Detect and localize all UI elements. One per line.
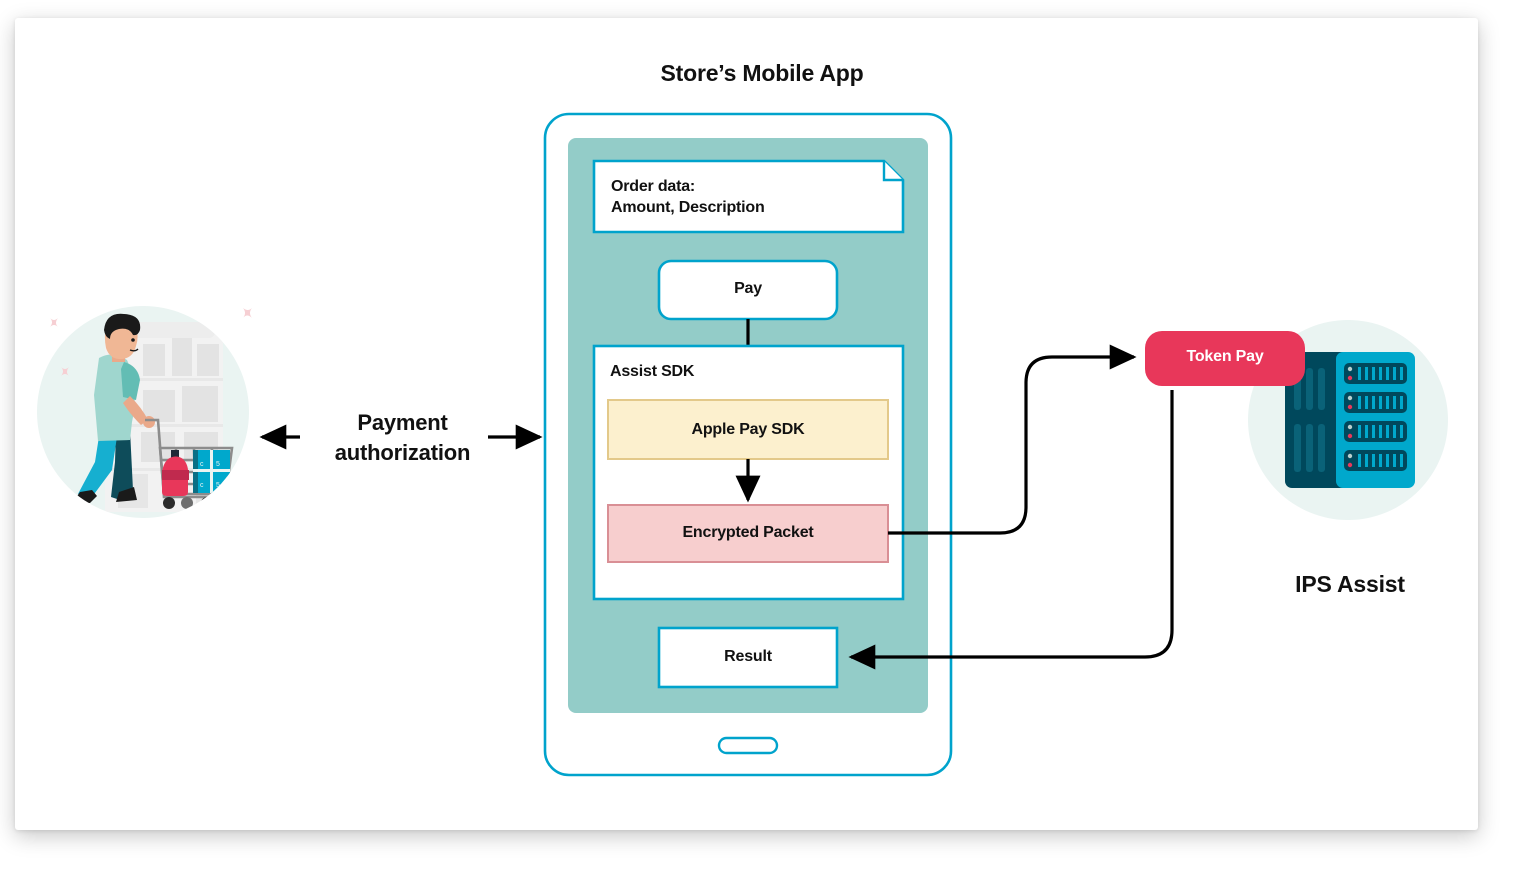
encrypted-packet-box: [607, 504, 889, 563]
pay-button-label[interactable]: Pay: [734, 280, 762, 297]
order-data-line-2: Amount, Description: [611, 199, 765, 216]
encrypted-packet-label: Encrypted Packet: [682, 524, 814, 541]
page-title-store: Store’s Mobile App: [660, 60, 864, 86]
sparkle-icon: [50, 308, 252, 376]
result-label: Result: [724, 648, 772, 665]
apple-pay-sdk-label: Apple Pay SDK: [691, 421, 805, 438]
result-box: [657, 626, 839, 689]
apple-pay-sdk-box: [607, 399, 889, 460]
server-rack-icon: [1285, 352, 1415, 488]
token-pay-badge[interactable]: [1145, 331, 1305, 386]
payment-authorization-label: Payment authorization: [334, 410, 471, 465]
tokenpay-to-result-connector: [848, 390, 1174, 670]
cart-items: c 5 c 5: [162, 450, 230, 496]
svg-text:c: c: [200, 482, 204, 489]
packet-to-tokenpay-connector: [888, 344, 1137, 535]
server-status-leds: [1347, 366, 1353, 468]
shopper-illustration: c 5 c 5: [37, 306, 252, 518]
document-fold-corner: [882, 161, 903, 182]
order-data-note: [592, 159, 905, 234]
page-title-ips: IPS Assist: [1295, 571, 1405, 597]
home-indicator-pill: [717, 736, 779, 755]
svg-text:c: c: [200, 461, 204, 468]
token-pay-label[interactable]: Token Pay: [1186, 348, 1264, 365]
order-data-note-text: Order data: Amount, Description: [611, 176, 871, 218]
order-data-line-1: Order data:: [611, 178, 696, 195]
shopper-figure: [73, 313, 155, 503]
svg-text:5: 5: [216, 461, 220, 468]
svg-text:5: 5: [216, 482, 220, 489]
assist-sdk-label: Assist SDK: [610, 363, 695, 380]
ips-assist-illustration: [1248, 320, 1448, 520]
